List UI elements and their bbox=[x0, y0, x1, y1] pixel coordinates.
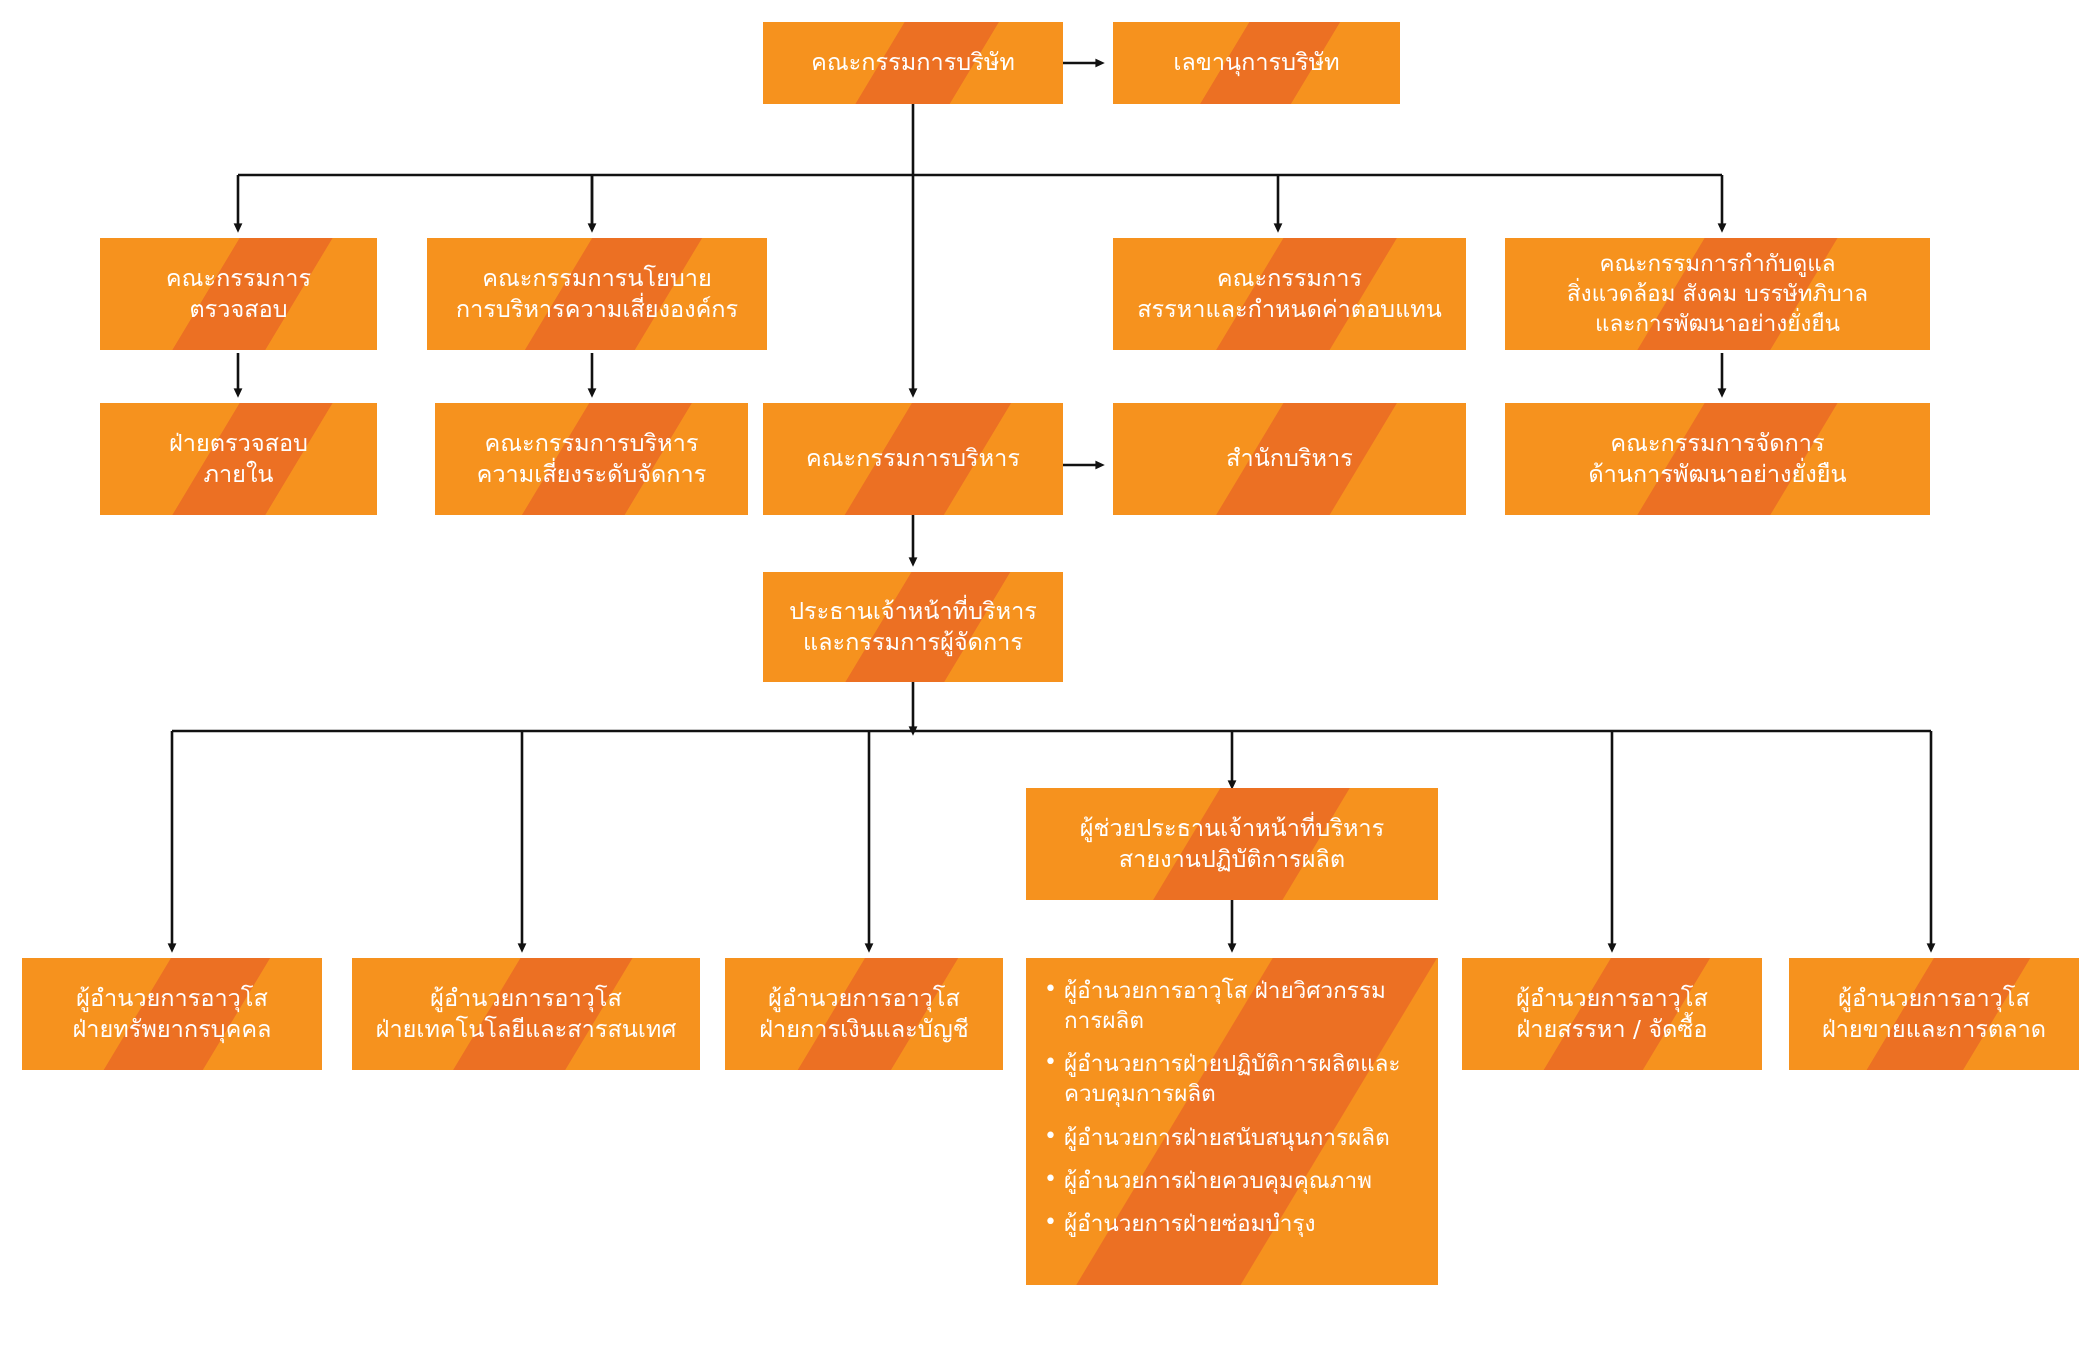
node-svp-sales-marketing-label: ผู้อำนวยการอาวุโสฝ่ายขายและการตลาด bbox=[1812, 983, 2056, 1046]
node-svp-finance-accounting[interactable]: ผู้อำนวยการอาวุโสฝ่ายการเงินและบัญชี bbox=[725, 958, 1003, 1070]
node-management-office[interactable]: สำนักบริหาร bbox=[1113, 403, 1466, 515]
node-internal-audit-department-label: ฝ่ายตรวจสอบภายใน bbox=[159, 428, 318, 491]
node-executive-committee-label: คณะกรรมการบริหาร bbox=[796, 443, 1030, 474]
node-label-line-0: ผู้อำนวยการอาวุโส bbox=[430, 983, 622, 1012]
node-svp-finance-accounting-label: ผู้อำนวยการอาวุโสฝ่ายการเงินและบัญชี bbox=[749, 983, 978, 1046]
node-label-line-0: คณะกรรมการ bbox=[165, 263, 312, 292]
node-label-line-1: สายงานปฏิบัติการผลิต bbox=[1118, 845, 1346, 873]
node-management-risk-committee[interactable]: คณะกรรมการบริหารความเสี่ยงระดับจัดการ bbox=[435, 403, 748, 515]
bullet-icon: • bbox=[1044, 1123, 1057, 1149]
bullet-icon: • bbox=[1044, 977, 1057, 1003]
node-label-line-0: ผู้อำนวยการอาวุโส bbox=[768, 983, 960, 1012]
bullet-icon: • bbox=[1044, 1166, 1057, 1192]
node-audit-committee[interactable]: คณะกรรมการตรวจสอบ bbox=[100, 238, 377, 350]
node-label-line-1: การบริหารความเสี่ยงองค์กร bbox=[455, 295, 739, 323]
node-sustainability-management-committee-label: คณะกรรมการจัดการด้านการพัฒนาอย่างยั่งยืน bbox=[1578, 428, 1856, 491]
node-label-line-0: คณะกรรมการนโยบาย bbox=[482, 263, 712, 292]
node-management-risk-committee-label: คณะกรรมการบริหารความเสี่ยงระดับจัดการ bbox=[467, 428, 717, 491]
node-label-line-1: ฝ่ายการเงินและบัญชี bbox=[759, 1015, 969, 1043]
node-label-line-1: สิ่งแวดล้อม สังคม บรรษัทภิบาล bbox=[1566, 280, 1869, 307]
node-audit-committee-label: คณะกรรมการตรวจสอบ bbox=[156, 263, 321, 326]
node-board-of-directors[interactable]: คณะกรรมการบริษัท bbox=[763, 22, 1063, 104]
production-directors-bullet-list: • ผู้อำนวยการอาวุโส ฝ่ายวิศวกรรมการผลิต • ผ… bbox=[1042, 976, 1424, 1239]
node-executive-committee[interactable]: คณะกรรมการบริหาร bbox=[763, 403, 1063, 515]
node-label-line-1: สรรหาและกำหนดค่าตอบแทน bbox=[1137, 295, 1442, 323]
production-director-label: ผู้อำนวยการฝ่ายควบคุมคุณภาพ bbox=[1064, 1167, 1372, 1194]
production-director-item: • ผู้อำนวยการฝ่ายสนับสนุนการผลิต bbox=[1042, 1123, 1424, 1153]
production-director-label: ผู้อำนวยการฝ่ายปฏิบัติการผลิตและควบคุมกา… bbox=[1064, 1051, 1401, 1108]
node-svp-procurement-purchasing-label: ผู้อำนวยการอาวุโสฝ่ายสรรหา / จัดซื้อ bbox=[1506, 983, 1718, 1046]
node-company-secretary-label: เลขานุการบริษัท bbox=[1163, 47, 1349, 78]
node-label-line-0: ผู้อำนวยการอาวุโส bbox=[76, 983, 268, 1012]
node-label-line-0: ผู้อำนวยการอาวุโส bbox=[1838, 983, 2030, 1012]
node-label-line-0: ประธานเจ้าหน้าที่บริหาร bbox=[789, 596, 1037, 625]
production-director-item: • ผู้อำนวยการฝ่ายควบคุมคุณภาพ bbox=[1042, 1166, 1424, 1196]
node-svp-technology-it-label: ผู้อำนวยการอาวุโสฝ่ายเทคโนโลยีและสารสนเท… bbox=[366, 983, 687, 1046]
node-label-line-0: คณะกรรมการ bbox=[1216, 263, 1363, 292]
node-label-line-0: คณะกรรมการบริหาร bbox=[805, 444, 1020, 473]
node-svp-technology-it[interactable]: ผู้อำนวยการอาวุโสฝ่ายเทคโนโลยีและสารสนเท… bbox=[352, 958, 700, 1070]
node-label-line-0: ผู้อำนวยการอาวุโส bbox=[1516, 983, 1708, 1012]
node-label-line-0: คณะกรรมการจัดการ bbox=[1610, 428, 1825, 457]
node-label-line-1: และกรรมการผู้จัดการ bbox=[802, 628, 1023, 656]
node-assistant-ceo-production-label: ผู้ช่วยประธานเจ้าหน้าที่บริหารสายงานปฏิบ… bbox=[1070, 813, 1395, 876]
production-director-item: • ผู้อำนวยการอาวุโส ฝ่ายวิศวกรรมการผลิต bbox=[1042, 976, 1424, 1036]
node-label-line-1: ฝ่ายเทคโนโลยีและสารสนเทศ bbox=[375, 1015, 677, 1043]
node-label-line-0: สำนักบริหาร bbox=[1226, 444, 1353, 473]
node-esg-governance-committee[interactable]: คณะกรรมการกำกับดูแลสิ่งแวดล้อม สังคม บรร… bbox=[1505, 238, 1930, 350]
node-svp-procurement-purchasing[interactable]: ผู้อำนวยการอาวุโสฝ่ายสรรหา / จัดซื้อ bbox=[1462, 958, 1762, 1070]
production-director-label: ผู้อำนวยการอาวุโส ฝ่ายวิศวกรรมการผลิต bbox=[1064, 978, 1386, 1035]
node-risk-policy-committee[interactable]: คณะกรรมการนโยบายการบริหารความเสี่ยงองค์ก… bbox=[427, 238, 767, 350]
node-production-directors-list: • ผู้อำนวยการอาวุโส ฝ่ายวิศวกรรมการผลิต • ผ… bbox=[1026, 958, 1438, 1253]
production-director-item: • ผู้อำนวยการฝ่ายซ่อมบำรุง bbox=[1042, 1209, 1424, 1239]
node-risk-policy-committee-label: คณะกรรมการนโยบายการบริหารความเสี่ยงองค์ก… bbox=[446, 263, 748, 326]
bullet-icon: • bbox=[1044, 1050, 1057, 1076]
node-ceo-md[interactable]: ประธานเจ้าหน้าที่บริหารและกรรมการผู้จัดก… bbox=[763, 572, 1063, 682]
node-label-line-1: ด้านการพัฒนาอย่างยั่งยืน bbox=[1588, 460, 1847, 488]
node-svp-sales-marketing[interactable]: ผู้อำนวยการอาวุโสฝ่ายขายและการตลาด bbox=[1789, 958, 2079, 1070]
node-management-office-label: สำนักบริหาร bbox=[1216, 443, 1363, 474]
node-label-line-1: ตรวจสอบ bbox=[189, 295, 288, 323]
node-company-secretary[interactable]: เลขานุการบริษัท bbox=[1113, 22, 1400, 104]
node-production-directors[interactable]: • ผู้อำนวยการอาวุโส ฝ่ายวิศวกรรมการผลิต • ผ… bbox=[1026, 958, 1438, 1285]
node-label-line-1: ความเสี่ยงระดับจัดการ bbox=[476, 460, 707, 488]
node-ceo-md-label: ประธานเจ้าหน้าที่บริหารและกรรมการผู้จัดก… bbox=[779, 596, 1047, 659]
node-label-line-0: คณะกรรมการบริหาร bbox=[484, 428, 699, 457]
node-esg-governance-committee-label: คณะกรรมการกำกับดูแลสิ่งแวดล้อม สังคม บรร… bbox=[1557, 249, 1878, 339]
node-label-line-0: ฝ่ายตรวจสอบ bbox=[169, 428, 308, 457]
node-svp-human-resources-label: ผู้อำนวยการอาวุโสฝ่ายทรัพยากรบุคคล bbox=[63, 983, 282, 1046]
node-svp-human-resources[interactable]: ผู้อำนวยการอาวุโสฝ่ายทรัพยากรบุคคล bbox=[22, 958, 322, 1070]
node-label-line-0: คณะกรรมการกำกับดูแล bbox=[1599, 250, 1836, 277]
node-sustainability-management-committee[interactable]: คณะกรรมการจัดการด้านการพัฒนาอย่างยั่งยืน bbox=[1505, 403, 1930, 515]
node-internal-audit-department[interactable]: ฝ่ายตรวจสอบภายใน bbox=[100, 403, 377, 515]
node-nomination-remuneration-committee[interactable]: คณะกรรมการสรรหาและกำหนดค่าตอบแทน bbox=[1113, 238, 1466, 350]
node-label-line-1: ภายใน bbox=[203, 460, 274, 488]
node-label-line-2: และการพัฒนาอย่างยั่งยืน bbox=[1595, 311, 1840, 338]
node-label-line-0: คณะกรรมการบริษัท bbox=[811, 48, 1015, 77]
production-director-label: ผู้อำนวยการฝ่ายสนับสนุนการผลิต bbox=[1064, 1124, 1390, 1151]
node-nomination-remuneration-committee-label: คณะกรรมการสรรหาและกำหนดค่าตอบแทน bbox=[1127, 263, 1452, 326]
node-board-of-directors-label: คณะกรรมการบริษัท bbox=[801, 47, 1025, 78]
node-label-line-0: เลขานุการบริษัท bbox=[1173, 48, 1340, 77]
node-label-line-1: ฝ่ายขายและการตลาด bbox=[1821, 1015, 2047, 1043]
production-director-item: • ผู้อำนวยการฝ่ายปฏิบัติการผลิตและควบคุมก… bbox=[1042, 1049, 1424, 1109]
node-label-line-1: ฝ่ายทรัพยากรบุคคล bbox=[72, 1015, 272, 1043]
node-label-line-0: ผู้ช่วยประธานเจ้าหน้าที่บริหาร bbox=[1079, 813, 1385, 842]
production-director-label: ผู้อำนวยการฝ่ายซ่อมบำรุง bbox=[1064, 1210, 1316, 1237]
bullet-icon: • bbox=[1044, 1209, 1057, 1235]
node-label-line-1: ฝ่ายสรรหา / จัดซื้อ bbox=[1516, 1015, 1708, 1043]
node-assistant-ceo-production[interactable]: ผู้ช่วยประธานเจ้าหน้าที่บริหารสายงานปฏิบ… bbox=[1026, 788, 1438, 900]
